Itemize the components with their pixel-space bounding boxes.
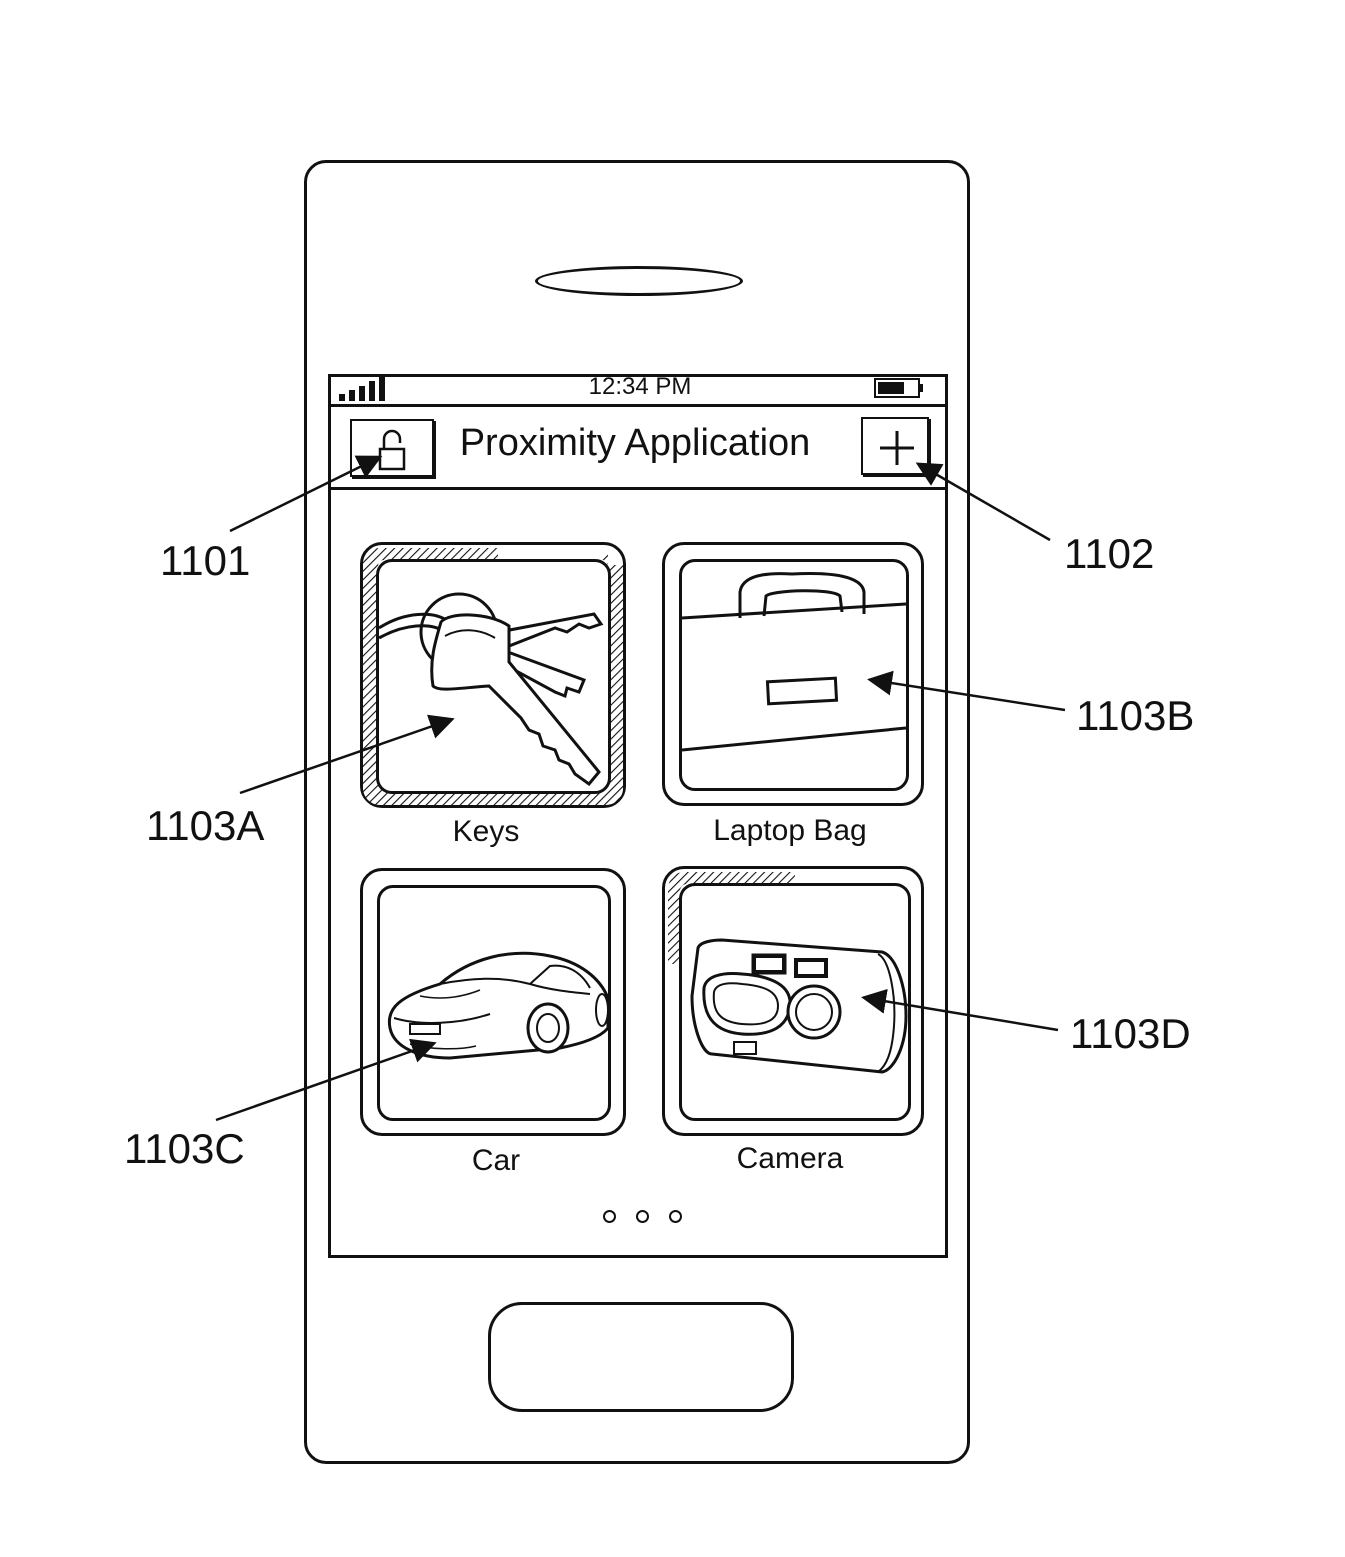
leader-1103a — [240, 720, 450, 793]
callout-1103b: 1103B — [1076, 692, 1194, 740]
callout-1103d: 1103D — [1070, 1010, 1191, 1058]
callout-1102: 1102 — [1064, 530, 1154, 578]
leader-1103b — [872, 680, 1065, 710]
leader-1103c — [216, 1044, 432, 1120]
callout-1101: 1101 — [160, 537, 250, 585]
leader-1103d — [866, 998, 1058, 1030]
leader-1101 — [230, 458, 378, 531]
callout-1103c: 1103C — [124, 1125, 245, 1173]
leader-1102 — [920, 465, 1050, 540]
callout-1103a: 1103A — [146, 802, 264, 850]
